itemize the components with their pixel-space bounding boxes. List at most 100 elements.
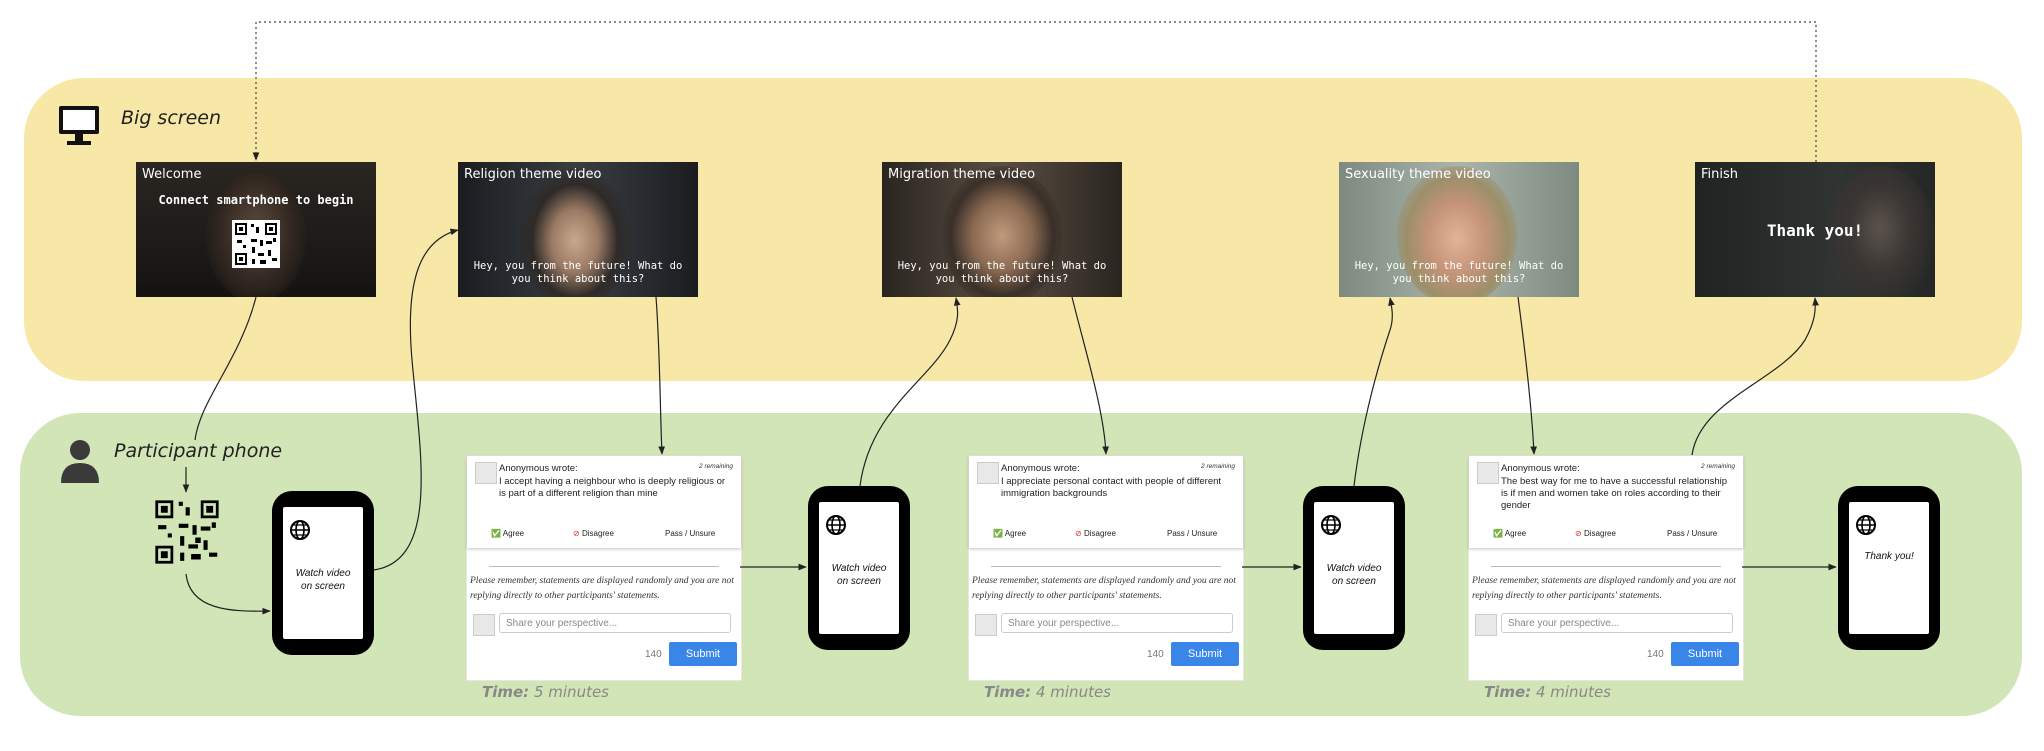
statement-text: I appreciate personal contact with peopl… — [1001, 476, 1222, 499]
reminder-note: Please remember, statements are displaye… — [470, 576, 734, 601]
globe-icon — [826, 515, 846, 535]
lane-title-participant-phone: Participant phone — [114, 440, 283, 462]
phone-text: Thank you! — [1864, 551, 1914, 562]
statement-text: The best way for me to have a successful… — [1501, 476, 1728, 511]
frame-headline: Connect smartphone to begin — [158, 193, 354, 207]
frame-title: Religion theme video — [464, 167, 602, 182]
submit-button[interactable]: Submit — [1671, 642, 1739, 666]
frame-welcome: Welcome Connect smartphone to begin — [136, 162, 376, 297]
globe-icon — [1321, 515, 1341, 535]
remaining-count: 2 remaining — [699, 463, 733, 470]
frame-caption: Hey, you from the future! What do you th… — [897, 260, 1107, 285]
statement-card-religion: Anonymous wrote: 2 remaining I accept ha… — [466, 455, 742, 681]
frame-headline: Thank you! — [1766, 221, 1864, 240]
avatar — [475, 462, 497, 484]
frame-sexuality-video: Sexuality theme video Hey, you from the … — [1339, 162, 1579, 297]
monitor-icon — [59, 106, 99, 145]
qr-code-icon — [154, 499, 220, 565]
author-label: Anonymous wrote: — [1001, 463, 1080, 474]
divider — [991, 566, 1221, 567]
avatar — [473, 614, 495, 636]
no-entry-icon: ⊘ — [573, 529, 580, 538]
pass-button[interactable]: Pass / Unsure — [1667, 529, 1718, 538]
frame-caption: Hey, you from the future! What do you th… — [1354, 260, 1564, 285]
frame-finish: Finish Thank you! — [1695, 162, 1935, 297]
author-label: Anonymous wrote: — [499, 463, 578, 474]
avatar — [975, 614, 997, 636]
connector-card-to-finish — [1691, 297, 1819, 456]
phone-screen: Thank you! — [1849, 502, 1929, 634]
remaining-count: 2 remaining — [1201, 463, 1235, 470]
disagree-button[interactable]: ⊘ Disagree — [1575, 529, 1616, 538]
check-circle-icon: ✅ — [1493, 529, 1503, 538]
connector-qr-to-phone — [185, 573, 271, 615]
connector-migration-to-card — [1071, 296, 1110, 455]
check-circle-icon: ✅ — [491, 529, 501, 538]
frame-title: Sexuality theme video — [1345, 167, 1491, 182]
connector-phone-3-to-sexuality — [1353, 297, 1395, 487]
connector-religion-to-card — [655, 296, 666, 455]
globe-icon — [1856, 515, 1876, 535]
remaining-count: 2 remaining — [1701, 463, 1735, 470]
statement-text: I accept having a neighbour who is deepl… — [499, 476, 726, 499]
globe-icon — [290, 520, 310, 540]
reminder-note: Please remember, statements are displaye… — [1472, 576, 1736, 601]
perspective-input[interactable]: Share your perspective... — [1001, 613, 1233, 633]
avatar — [977, 462, 999, 484]
no-entry-icon: ⊘ — [1575, 529, 1582, 538]
statement-header: Anonymous wrote: 2 remaining The best wa… — [1469, 456, 1743, 548]
perspective-input[interactable]: Share your perspective... — [1501, 613, 1733, 633]
time-sexuality: Time: 4 minutes — [1484, 683, 1611, 701]
person-icon — [61, 440, 99, 483]
perspective-input[interactable]: Share your perspective... — [499, 613, 731, 633]
video-still — [1825, 166, 1935, 297]
video-still — [942, 166, 1062, 297]
divider — [1491, 566, 1721, 567]
frame-migration-video: Migration theme video Hey, you from the … — [882, 162, 1122, 297]
submit-button[interactable]: Submit — [1171, 642, 1239, 666]
reminder-note: Please remember, statements are displaye… — [972, 576, 1236, 601]
connector-sexuality-to-card — [1517, 296, 1538, 455]
author-label: Anonymous wrote: — [1501, 463, 1580, 474]
submit-button[interactable]: Submit — [669, 642, 737, 666]
divider — [489, 566, 719, 567]
statement-header: Anonymous wrote: 2 remaining I appreciat… — [969, 456, 1243, 548]
frame-religion-video: Religion theme video Hey, you from the f… — [458, 162, 698, 297]
agree-button[interactable]: ✅ Agree — [491, 529, 525, 538]
qr-code-icon — [232, 220, 280, 268]
time-religion: Time: 5 minutes — [482, 683, 609, 701]
avatar — [1475, 614, 1497, 636]
disagree-button[interactable]: ⊘ Disagree — [1075, 529, 1116, 538]
time-migration: Time: 4 minutes — [984, 683, 1111, 701]
video-still — [520, 168, 630, 297]
character-count: 140 — [1647, 649, 1664, 660]
connector-welcome-to-qr — [194, 296, 257, 441]
character-count: 140 — [645, 649, 662, 660]
no-entry-icon: ⊘ — [1075, 529, 1082, 538]
phone-thank-you: Thank you! — [1838, 486, 1940, 650]
agree-button[interactable]: ✅ Agree — [1493, 529, 1527, 538]
frame-title: Finish — [1701, 167, 1739, 182]
statement-header: Anonymous wrote: 2 remaining I accept ha… — [467, 456, 741, 548]
connector-phone-2-to-migration — [859, 297, 961, 487]
disagree-button[interactable]: ⊘ Disagree — [573, 529, 614, 538]
statement-card-sexuality: Anonymous wrote: 2 remaining The best wa… — [1468, 455, 1744, 681]
agree-button[interactable]: ✅ Agree — [993, 529, 1027, 538]
pass-button[interactable]: Pass / Unsure — [665, 529, 716, 538]
frame-title: Migration theme video — [888, 167, 1036, 182]
loop-back-dotted-connector — [252, 21, 1817, 162]
frame-title: Welcome — [142, 167, 202, 182]
pass-button[interactable]: Pass / Unsure — [1167, 529, 1218, 538]
character-count: 140 — [1147, 649, 1164, 660]
video-still — [1397, 166, 1517, 297]
